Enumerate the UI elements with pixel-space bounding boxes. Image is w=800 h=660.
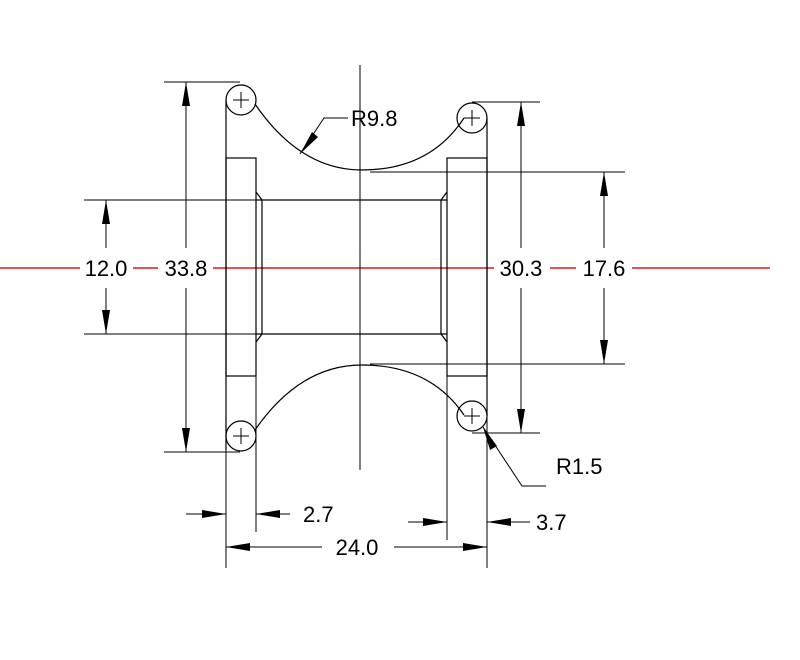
dim-label-groove-radius: R9.8 [351,106,397,131]
corner-circle-bottom-right [456,400,488,432]
dimension-flange-width-right: 3.7 [408,376,567,540]
dim-label-overall-width: 24.0 [336,535,379,560]
dim-label-flange-width-right: 3.7 [536,510,567,535]
dimension-overall-width: 24.0 [225,416,488,568]
dimension-flange-height: 17.6 [370,171,626,365]
corner-circle-top-left [225,84,257,116]
dim-label-flange-width-left: 2.7 [303,502,334,527]
dim-label-outer-height-right: 30.3 [500,256,543,281]
dimension-outer-height-right: 30.3 [472,101,543,434]
leader-groove-radius: R9.8 [299,106,397,155]
dim-label-shaft-diameter: 12.0 [85,256,128,281]
part-outline [225,100,488,450]
dimension-outer-height-left: 33.8 [164,81,240,453]
dim-label-outer-height-left: 33.8 [165,256,208,281]
dimension-flange-width-left: 2.7 [186,376,334,532]
dim-label-flange-height: 17.6 [583,256,626,281]
corner-circle-top-right [456,102,488,134]
dim-label-corner-radius: R1.5 [556,454,602,479]
leader-corner-radius: R1.5 [482,426,602,487]
dimension-shaft-diameter: 12.0 [84,199,256,335]
corner-circle-bottom-left [225,420,257,452]
